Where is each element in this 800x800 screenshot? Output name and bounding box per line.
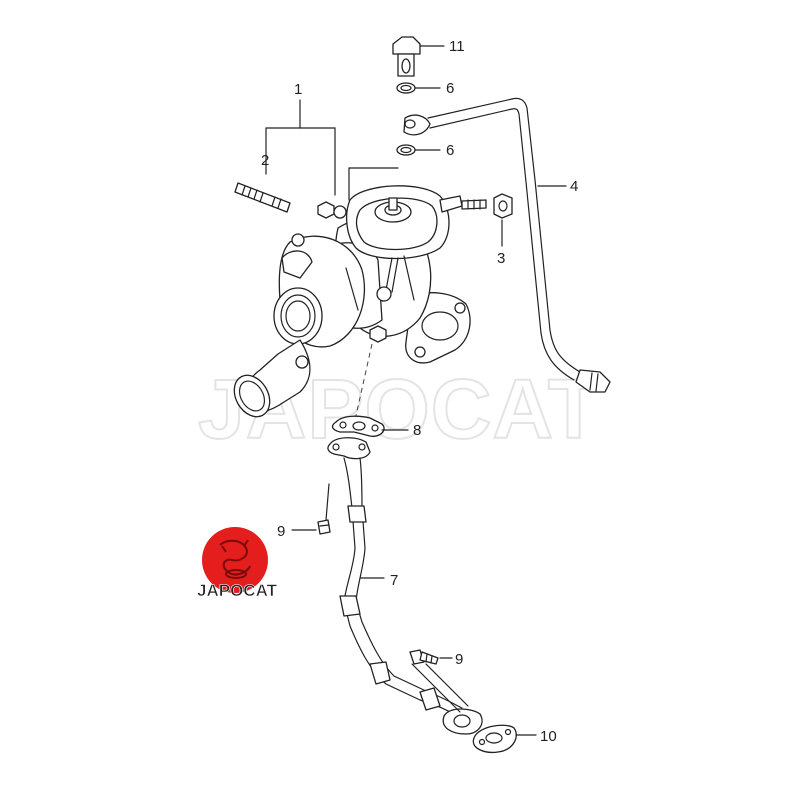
- callout-10: 10: [540, 728, 557, 745]
- oil-feed-pipe-part[interactable]: [403, 97, 611, 393]
- callout-9-upper: 9: [277, 523, 285, 540]
- logo-text: JAPOCAT: [197, 581, 278, 600]
- japocat-logo: JAPOCAT: [197, 527, 278, 600]
- gasket-upper-part[interactable]: [331, 415, 385, 437]
- gasket-lower-part[interactable]: [472, 724, 517, 754]
- bolt-lower-part[interactable]: [409, 649, 439, 665]
- banjo-bolt-part[interactable]: [392, 36, 421, 77]
- callout-4: 4: [570, 178, 578, 195]
- oil-return-pipe-part[interactable]: [327, 437, 483, 735]
- callout-2: 2: [261, 152, 269, 169]
- washer-lower-part[interactable]: [396, 144, 416, 156]
- callout-8: 8: [413, 422, 421, 439]
- bolt-upper-part[interactable]: [317, 483, 331, 535]
- callout-6-upper: 6: [446, 80, 454, 97]
- callout-3: 3: [497, 250, 505, 267]
- stud-part[interactable]: [234, 182, 291, 213]
- callout-11: 11: [449, 38, 465, 55]
- washer-upper-part[interactable]: [396, 82, 416, 94]
- callout-9-lower: 9: [455, 651, 463, 668]
- callout-7: 7: [390, 572, 398, 589]
- callout-6-lower: 6: [446, 142, 454, 159]
- nut-part[interactable]: [493, 193, 513, 219]
- turbocharger-part[interactable]: [227, 185, 487, 423]
- callout-1: 1: [294, 81, 302, 98]
